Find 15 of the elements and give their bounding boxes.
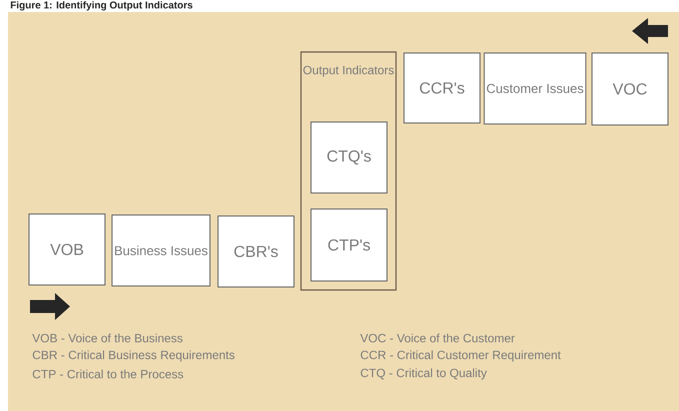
definition-text: CTQ - Critical to Quality xyxy=(360,368,487,380)
process-box: VOC xyxy=(592,52,668,126)
process-box: Business Issues xyxy=(112,214,210,286)
definition-text: VOB - Voice of the Business xyxy=(32,334,182,342)
definition-text: VOC - Voice of the Customer xyxy=(360,334,515,342)
process-box: CBR's xyxy=(218,216,294,288)
definition-text: CBR - Critical Business Requirements xyxy=(32,350,234,362)
process-box: Customer Issues xyxy=(484,52,586,124)
definition-text: CCR - Critical Customer Requirement xyxy=(360,350,561,362)
definition-text: CTP - Critical to the Process xyxy=(32,370,184,378)
process-box: CTP's xyxy=(310,208,388,282)
process-box: CTQ's xyxy=(310,122,388,194)
figure-title: Figure 1: Identifying Output Indicators xyxy=(10,1,192,11)
process-box: VOB xyxy=(28,214,106,286)
process-box: CCR's xyxy=(404,52,480,124)
